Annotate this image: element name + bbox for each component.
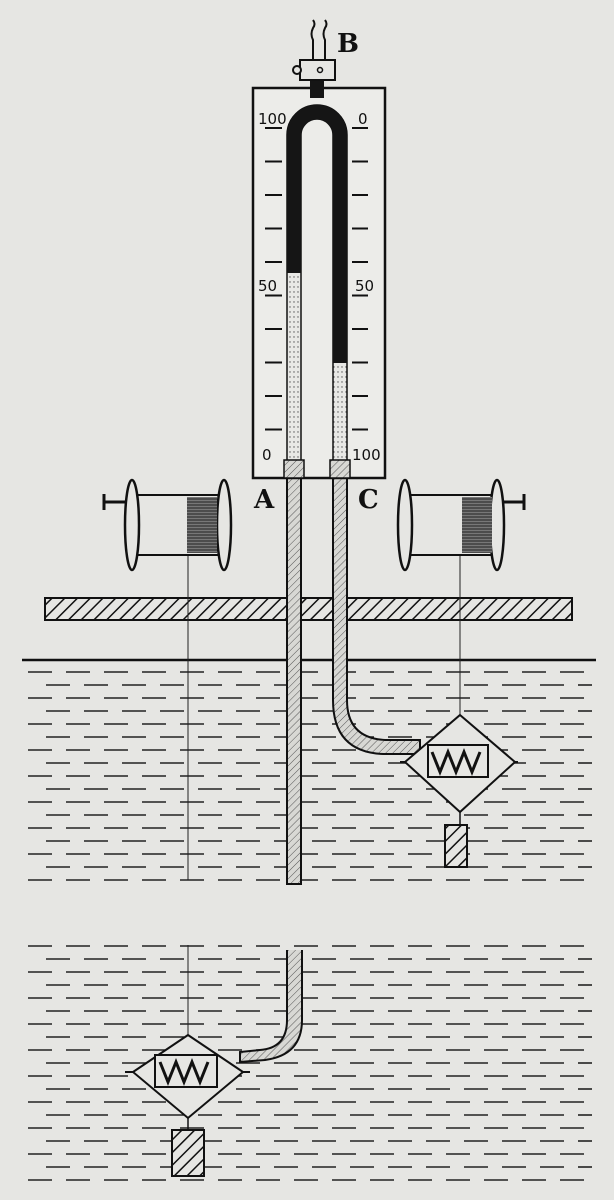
scale-board bbox=[251, 86, 387, 480]
label-b: B bbox=[337, 29, 359, 59]
right-spool[interactable] bbox=[396, 478, 526, 572]
scale-right-50: 50 bbox=[355, 277, 374, 295]
scale-left-50: 50 bbox=[258, 277, 277, 295]
scale-ticks bbox=[265, 127, 368, 431]
weight-upper bbox=[444, 824, 468, 868]
label-a: A bbox=[253, 485, 275, 515]
valve-b[interactable] bbox=[292, 19, 336, 98]
scale-right-100: 100 bbox=[352, 446, 381, 464]
weight-lower bbox=[171, 1129, 205, 1177]
scale-left-100: 100 bbox=[258, 110, 287, 128]
u-tube bbox=[283, 104, 351, 479]
pressure-sensor-lower bbox=[125, 1033, 250, 1177]
scale-left-0: 0 bbox=[262, 446, 272, 464]
sounding-lines bbox=[187, 555, 461, 1035]
deck-beam bbox=[44, 597, 573, 621]
tube-c bbox=[332, 461, 421, 755]
label-c: C bbox=[358, 485, 379, 515]
left-spool[interactable] bbox=[102, 478, 233, 572]
pressure-sensor-upper bbox=[400, 713, 518, 868]
scale-right-0: 0 bbox=[358, 110, 368, 128]
water-body bbox=[28, 671, 592, 1181]
